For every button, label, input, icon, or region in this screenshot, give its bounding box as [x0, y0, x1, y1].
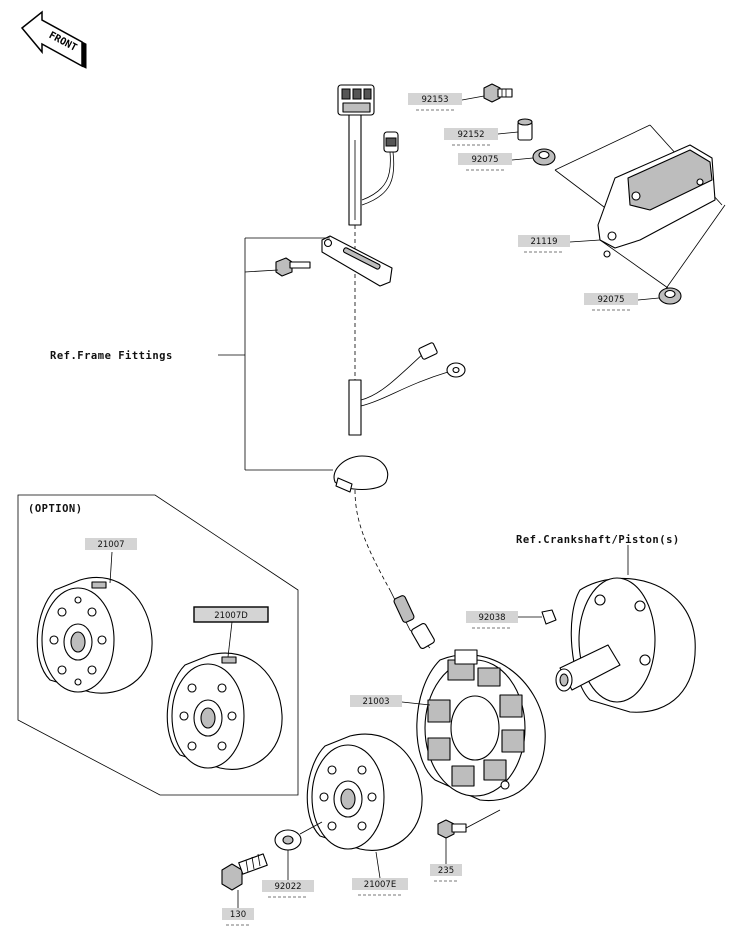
label-130: 130 [230, 910, 246, 920]
part-92022-washer [274, 821, 323, 851]
label-21003: 21003 [362, 697, 389, 707]
label-21007D-box [193, 606, 269, 623]
part-92075-damper-top [532, 148, 556, 166]
part-235-screw [437, 809, 501, 839]
label-21007E: 21007E [364, 880, 396, 890]
harness-bracket [275, 235, 393, 287]
label-235: 235 [438, 866, 454, 876]
label-21119: 21119 [530, 237, 557, 247]
label-92075a-box [458, 153, 512, 165]
ref-crankshaft: Ref.Crankshaft/Piston(s) [516, 534, 680, 546]
label-92022: 92022 [274, 882, 301, 892]
part-21007-flywheel [36, 576, 153, 694]
label-21007-box [85, 538, 137, 550]
label-92075b: 92075 [597, 295, 624, 305]
label-92075b-box [584, 293, 638, 305]
ref-frame-fittings: Ref.Frame Fittings [50, 350, 173, 362]
part-21003-stator [389, 589, 546, 802]
part-92152-collar [517, 118, 533, 141]
label-92152-box [444, 128, 498, 140]
label-92152: 92152 [457, 130, 484, 140]
part-92038-key [541, 609, 557, 625]
label-235-box [430, 864, 462, 876]
label-130-box [222, 908, 254, 920]
option-label: (OPTION) [28, 503, 83, 515]
label-92022-box [262, 880, 314, 892]
crankshaft-ref: Ref.Crankshaft/Piston(s) [516, 534, 696, 713]
label-92038-box [466, 611, 518, 623]
label-21007D: 21007D [214, 611, 248, 621]
part-21119-regulator [554, 124, 726, 291]
label-92075a: 92075 [471, 155, 498, 165]
option-box: (OPTION) [17, 494, 299, 796]
label-92153: 92153 [421, 95, 448, 105]
label-21007E-box [352, 878, 408, 890]
part-92153-bolt [483, 83, 513, 103]
part-92075-damper-bottom [658, 287, 682, 305]
frame-fittings-callout: Ref.Frame Fittings [50, 237, 333, 471]
part-21007D-flywheel [166, 652, 283, 770]
label-21003-box [350, 695, 402, 707]
label-21007: 21007 [97, 540, 124, 550]
label-92038: 92038 [478, 613, 505, 623]
label-21119-box [518, 235, 570, 247]
label-92153-box [408, 93, 462, 105]
wire-harness [337, 84, 466, 591]
part-21007E-flywheel [306, 733, 423, 851]
harness-clamp [333, 455, 389, 493]
front-arrow-icon: FRONT [20, 10, 87, 69]
part-130-bolt [221, 853, 268, 891]
